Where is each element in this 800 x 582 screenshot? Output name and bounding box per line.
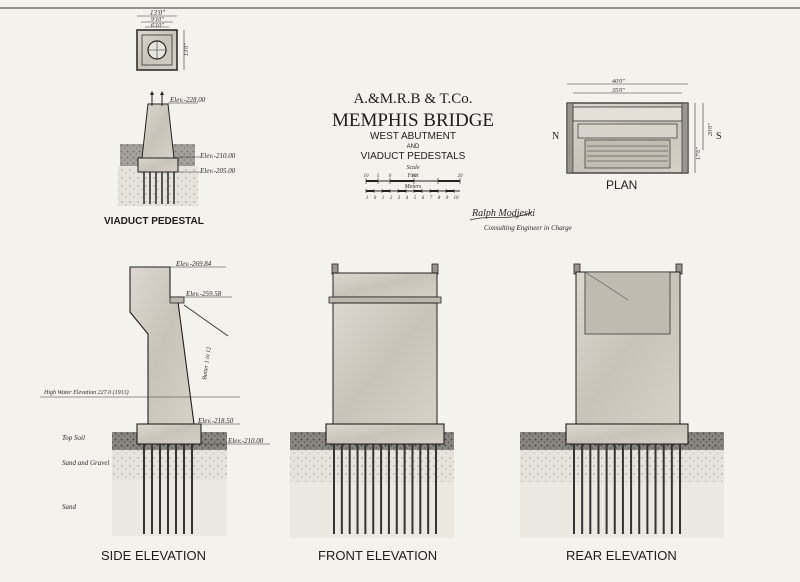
meter-tick: 3: [398, 196, 401, 201]
pedestal-elevation-label: Elev.-210.00: [199, 152, 236, 160]
meter-tick: 7: [430, 196, 433, 201]
pedestal-elevation-label: Elev.-228.00: [169, 96, 206, 104]
side-elevation-label: Elev.-259.58: [185, 290, 222, 298]
meter-tick: 9: [446, 196, 449, 201]
feet-label: Feet: [407, 173, 419, 179]
plan-caption: PLAN: [606, 178, 637, 192]
company-name: A.&M.R.B & T.Co.: [353, 91, 472, 107]
meter-tick: 4: [406, 196, 409, 201]
feet-tick: 0: [389, 174, 392, 179]
plan-drawing: 40'0" 35'0" 20'0" 17'6": [566, 78, 714, 174]
batter-label: Batter 1 in 12: [202, 347, 213, 381]
pedestal-elevation-label: Elev.-205.00: [199, 167, 236, 175]
plan-north-label: N: [552, 131, 559, 142]
meter-tick: 10: [454, 196, 460, 201]
plan-dim: 17'6": [696, 147, 702, 160]
front-elevation-caption: FRONT ELEVATION: [318, 548, 437, 563]
feet-tick: 10: [364, 174, 370, 179]
rear-elevation-caption: REAR ELEVATION: [566, 548, 677, 563]
engineer-caption: Consulting Engineer in Charge: [484, 224, 572, 232]
meter-tick: 8: [438, 196, 441, 201]
meters-scale-bar: [365, 189, 460, 193]
meter-tick: 1: [382, 196, 385, 201]
top-detail-dim: 9'10": [151, 17, 164, 23]
plan-dim: 20'0": [708, 123, 714, 136]
plan-south-label: S: [716, 131, 722, 142]
soil-label-sand-gravel: Sand and Gravel: [62, 459, 109, 467]
soil-label-top-soil: Top Soil: [62, 434, 85, 442]
viaduct-pedestal-caption: VIADUCT PEDESTAL: [104, 216, 204, 227]
meter-tick: 6: [422, 196, 425, 201]
soil-label-sand: Sand: [62, 503, 77, 511]
high-water-label: High Water Elevation 227.0 (1913): [43, 389, 129, 396]
title-and: AND: [407, 144, 420, 150]
feet-scale-bar: 10 5 0 10 20: [364, 174, 464, 184]
feet-tick: 5: [377, 174, 380, 179]
top-detail-dim: 6'10": [151, 23, 164, 29]
feet-tick: 20: [458, 174, 464, 179]
side-elevation-caption: SIDE ELEVATION: [101, 548, 206, 563]
pedestal-top-detail: 13'0" 9'10" 6'10" 13'0": [136, 9, 190, 71]
side-elevation-label: Elev.-210.00: [227, 437, 264, 445]
front-elevation-drawing: [290, 263, 454, 538]
bridge-name: MEMPHIS BRIDGE: [332, 110, 494, 131]
plan-dim: 40'0": [612, 78, 625, 85]
meters-label: Meters: [404, 184, 422, 190]
top-detail-dim: 13'0": [184, 43, 190, 56]
rear-elevation-drawing: [520, 263, 724, 538]
meter-tick-labels: 1 0 1 2 3 4 5 6 7 8 9 10: [366, 196, 459, 201]
meter-tick: 5: [414, 196, 417, 201]
top-detail-dim: 13'0": [150, 9, 165, 17]
title-block: A.&M.R.B & T.Co. MEMPHIS BRIDGE WEST ABU…: [332, 91, 572, 232]
meter-tick: 0: [374, 196, 377, 201]
meter-tick: 2: [390, 196, 393, 201]
title-line-viaduct-pedestals: VIADUCT PEDESTALS: [361, 151, 466, 162]
meter-tick: 1: [366, 196, 369, 201]
viaduct-pedestal-drawing: Elev.-228.00 Elev.-210.00 Elev.-205.00: [118, 91, 236, 206]
plan-dim: 35'0": [611, 88, 625, 94]
engineer-signature: Ralph Modjeski: [471, 208, 535, 219]
feet-tick: 10: [412, 174, 418, 179]
title-line-west-abutment: WEST ABUTMENT: [370, 131, 456, 142]
side-elevation-drawing: Elev.-269.84 Elev.-259.58 Elev.-218.50 E…: [40, 260, 270, 536]
side-elevation-label: Elev.-269.84: [175, 260, 212, 268]
side-elevation-label: Elev.-218.50: [197, 417, 234, 425]
scale-label: Scale: [407, 165, 420, 171]
